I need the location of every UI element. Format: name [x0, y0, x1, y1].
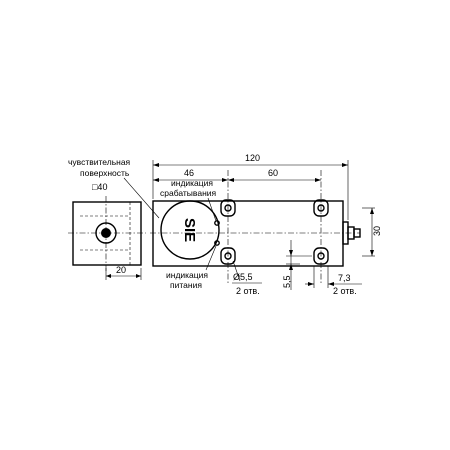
power-indication-callout: индикация питания [166, 245, 217, 290]
dim-height-30: 30 [372, 226, 382, 236]
dim-hole-count-left: 2 отв. [236, 286, 260, 296]
slot-dimension: 7,3 2 отв. [305, 266, 362, 296]
logo-text: SIE [181, 218, 198, 242]
dim-square-size: □40 [92, 182, 107, 192]
switching-indication-callout: индикация срабатывания [160, 178, 217, 222]
dim-depth-20: 20 [116, 265, 126, 275]
led-switching-indicator [214, 220, 220, 226]
top-dimensions: 120 46 60 [152, 153, 349, 220]
height-dimension: 30 [362, 207, 382, 257]
label-sensing-surface-2: поверхность [80, 168, 130, 178]
hole-diameter-callout: Ø5,5 2 отв. [232, 260, 262, 296]
label-power-indication-2: питания [170, 280, 202, 290]
dim-length-46: 46 [184, 168, 194, 178]
cable-gland-inner [101, 228, 111, 238]
logo: SIE [181, 218, 198, 242]
led-power-indicator [214, 240, 220, 246]
label-switching-indication-2: срабатывания [160, 188, 217, 198]
side-view-body [72, 201, 142, 266]
cable-gland-outer [95, 222, 117, 244]
label-switching-indication-1: индикация [171, 178, 213, 188]
dim-offset-5-5: 5,5 [282, 275, 292, 288]
dim-total-length: 120 [245, 153, 260, 163]
front-view: SIE [150, 170, 361, 285]
label-power-indication-1: индикация [166, 270, 208, 280]
side-view: □40 20 [68, 182, 146, 280]
sensing-surface-callout: чувствительная поверхность [68, 157, 160, 219]
connector-tip [353, 228, 361, 238]
dim-hole-diameter: Ø5,5 [233, 272, 253, 282]
label-sensing-surface-1: чувствительная [68, 157, 131, 167]
dim-hole-spacing: 60 [268, 168, 278, 178]
offset-dimension: 5,5 [282, 240, 312, 290]
sensing-face [160, 200, 220, 260]
dim-hole-count-right: 2 отв. [333, 286, 357, 296]
dim-slot-7-3: 7,3 [338, 273, 351, 283]
